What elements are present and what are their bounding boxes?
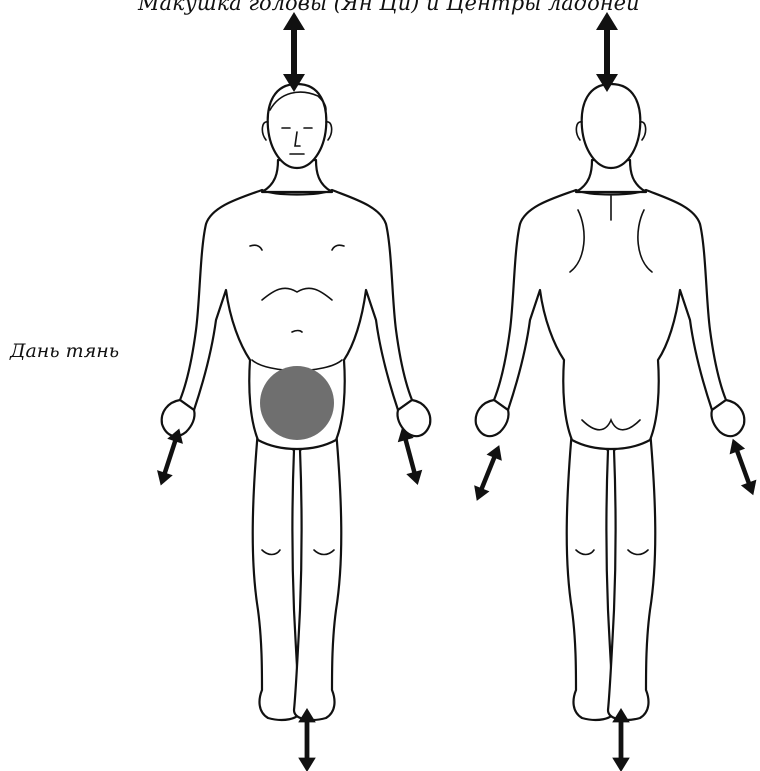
back-figure bbox=[476, 84, 745, 720]
front-figure bbox=[162, 84, 431, 720]
front-crown-arrow bbox=[283, 12, 305, 92]
dantian-circle bbox=[260, 366, 334, 440]
back-right-palm-arrow bbox=[725, 436, 760, 498]
back-crown-arrow bbox=[596, 12, 618, 92]
back-left-palm-arrow bbox=[469, 442, 507, 504]
